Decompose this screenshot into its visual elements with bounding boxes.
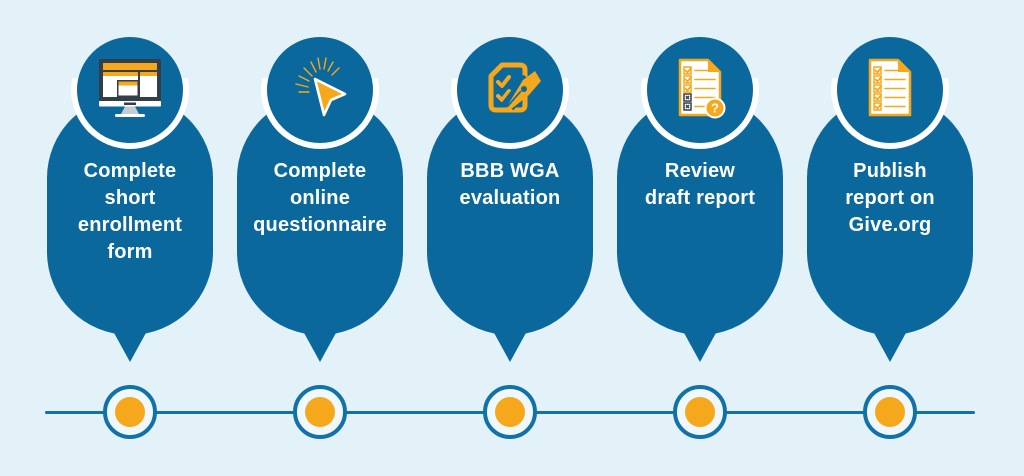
step-label: BBB WGA evaluation [459,160,561,209]
icon-circle [837,37,943,143]
icon-circle: ? [647,37,753,143]
step-label: Review draft report [644,160,756,209]
step-1-complete-enrollment-form: Complete short enrollment form [35,0,225,380]
step-3-bbb-wga-evaluation: BBB WGA evaluation [415,0,605,380]
timeline-node-4 [673,385,727,439]
speech-bubble-tail [683,331,717,362]
timeline-dot [495,397,525,427]
timeline-dot [305,397,335,427]
icon-circle [457,37,563,143]
timeline-dot [685,397,715,427]
step-4-review-draft-report: ? Review draft report [605,0,795,380]
icon-circle [77,37,183,143]
timeline-node-1 [103,385,157,439]
speech-bubble-tail [303,331,337,362]
speech-bubble-tail [113,331,147,362]
timeline-node-5 [863,385,917,439]
step-5-publish-report-give-org: Publish report on Give.org [795,0,985,380]
speech-bubble-tail [873,331,907,362]
step-label: Publish report on Give.org [845,160,935,236]
checklist-pen-icon [477,57,543,124]
desktop-enrollment-form-icon [98,58,162,122]
timeline-node-2 [293,385,347,439]
step-label: Complete online questionnaire [253,160,387,236]
timeline-dot [115,397,145,427]
timeline-dot [875,397,905,427]
step-2-complete-online-questionnaire: Complete online questionnaire [225,0,415,380]
published-report-checklist-icon [860,56,920,125]
step-label: Complete short enrollment form [77,160,183,263]
speech-bubble-tail [493,331,527,362]
timeline-node-3 [483,385,537,439]
cursor-click-icon [287,56,353,125]
draft-report-question-icon: ? [670,56,730,125]
question-mark-glyph: ? [711,100,719,115]
icon-circle [267,37,373,143]
